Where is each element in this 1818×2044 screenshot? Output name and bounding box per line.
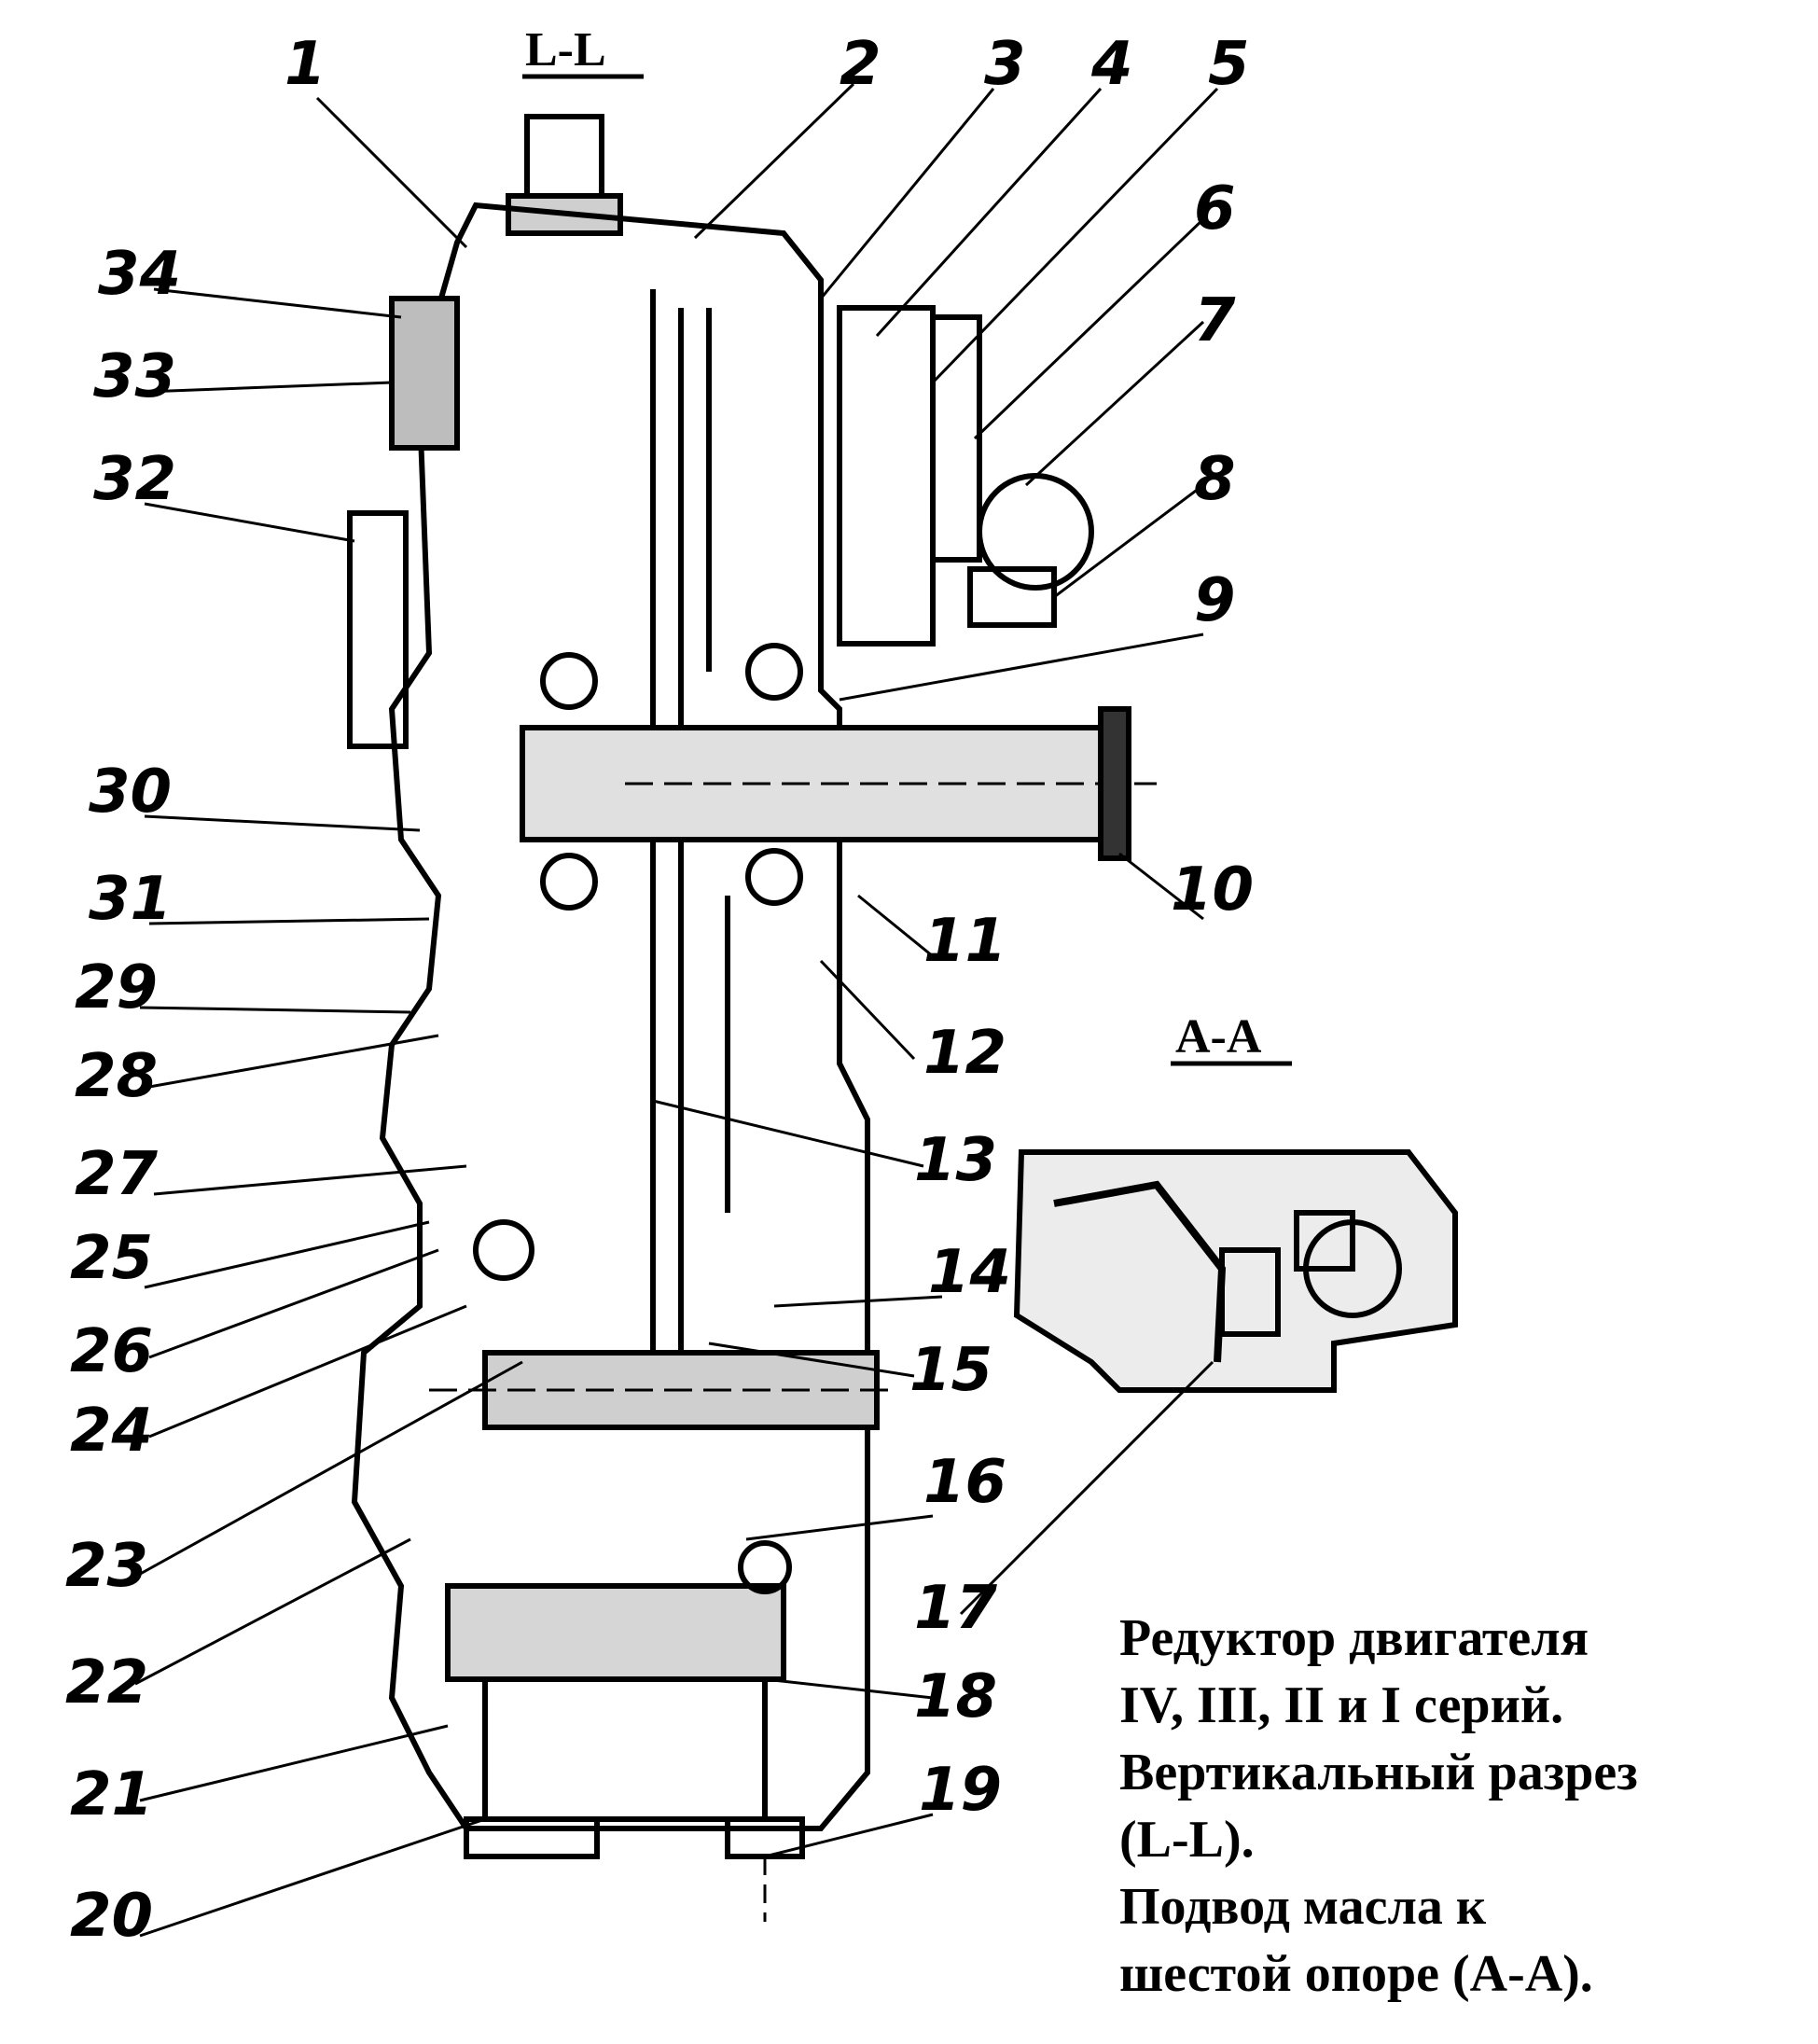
svg-text:A-A: A-A [1175,1010,1262,1064]
callout-14: 14 [928,1238,1011,1307]
caption-line: Вертикальный разрез [1119,1744,1638,1801]
main-section-drawing [347,114,1157,1922]
callout-23: 23 [65,1532,148,1601]
svg-text:L-L: L-L [525,23,606,76]
callout-10: 10 [1171,855,1254,925]
callout-17: 17 [914,1574,998,1643]
callout-22: 22 [65,1648,148,1717]
caption-line: Редуктор двигателя [1119,1609,1589,1667]
callout-5: 5 [1208,30,1250,99]
aa-section-drawing [1013,1149,1458,1393]
callout-30: 30 [89,758,172,827]
callout-31: 31 [89,865,172,934]
callout-1: 1 [284,30,326,99]
callout-19: 19 [919,1756,1002,1825]
callout-18: 18 [914,1662,997,1731]
caption-line: (L-L). [1119,1811,1255,1869]
callout-28: 28 [75,1042,158,1111]
callout-27: 27 [75,1140,159,1209]
callout-4: 4 [1090,30,1133,99]
callout-24: 24 [70,1397,153,1466]
caption-line: шестой опоре (A-A). [1119,1945,1593,2003]
callout-13: 13 [914,1126,997,1195]
callout-2: 2 [840,30,881,99]
callout-6: 6 [1194,174,1236,243]
section-label-aa: A-A [1171,1010,1292,1066]
section-label-ll: L-L [522,23,644,79]
callout-34: 34 [98,240,181,309]
callout-20: 20 [70,1882,153,1951]
callout-33: 33 [93,342,176,411]
leader-lines [134,82,1219,1938]
diagram-caption: Редуктор двигателя IV, III, II и I серий… [1119,1605,1772,2008]
callout-25: 25 [70,1224,153,1293]
callout-7: 7 [1194,286,1236,355]
callout-15: 15 [909,1336,992,1405]
caption-line: Подвод масла к [1119,1878,1487,1936]
callout-11: 11 [923,907,1006,976]
callout-3: 3 [984,30,1026,99]
callout-numbers: 1 2 3 4 5 6 7 8 9 10 11 12 13 14 15 16 1… [65,30,1254,1951]
callout-29: 29 [75,953,158,1022]
callout-8: 8 [1194,445,1236,514]
callout-16: 16 [923,1448,1006,1517]
callout-12: 12 [923,1019,1006,1088]
callout-26: 26 [70,1317,153,1386]
callout-21: 21 [70,1760,153,1829]
callout-9: 9 [1194,566,1236,635]
callout-32: 32 [93,445,176,514]
caption-line: IV, III, II и I серий. [1119,1676,1564,1734]
